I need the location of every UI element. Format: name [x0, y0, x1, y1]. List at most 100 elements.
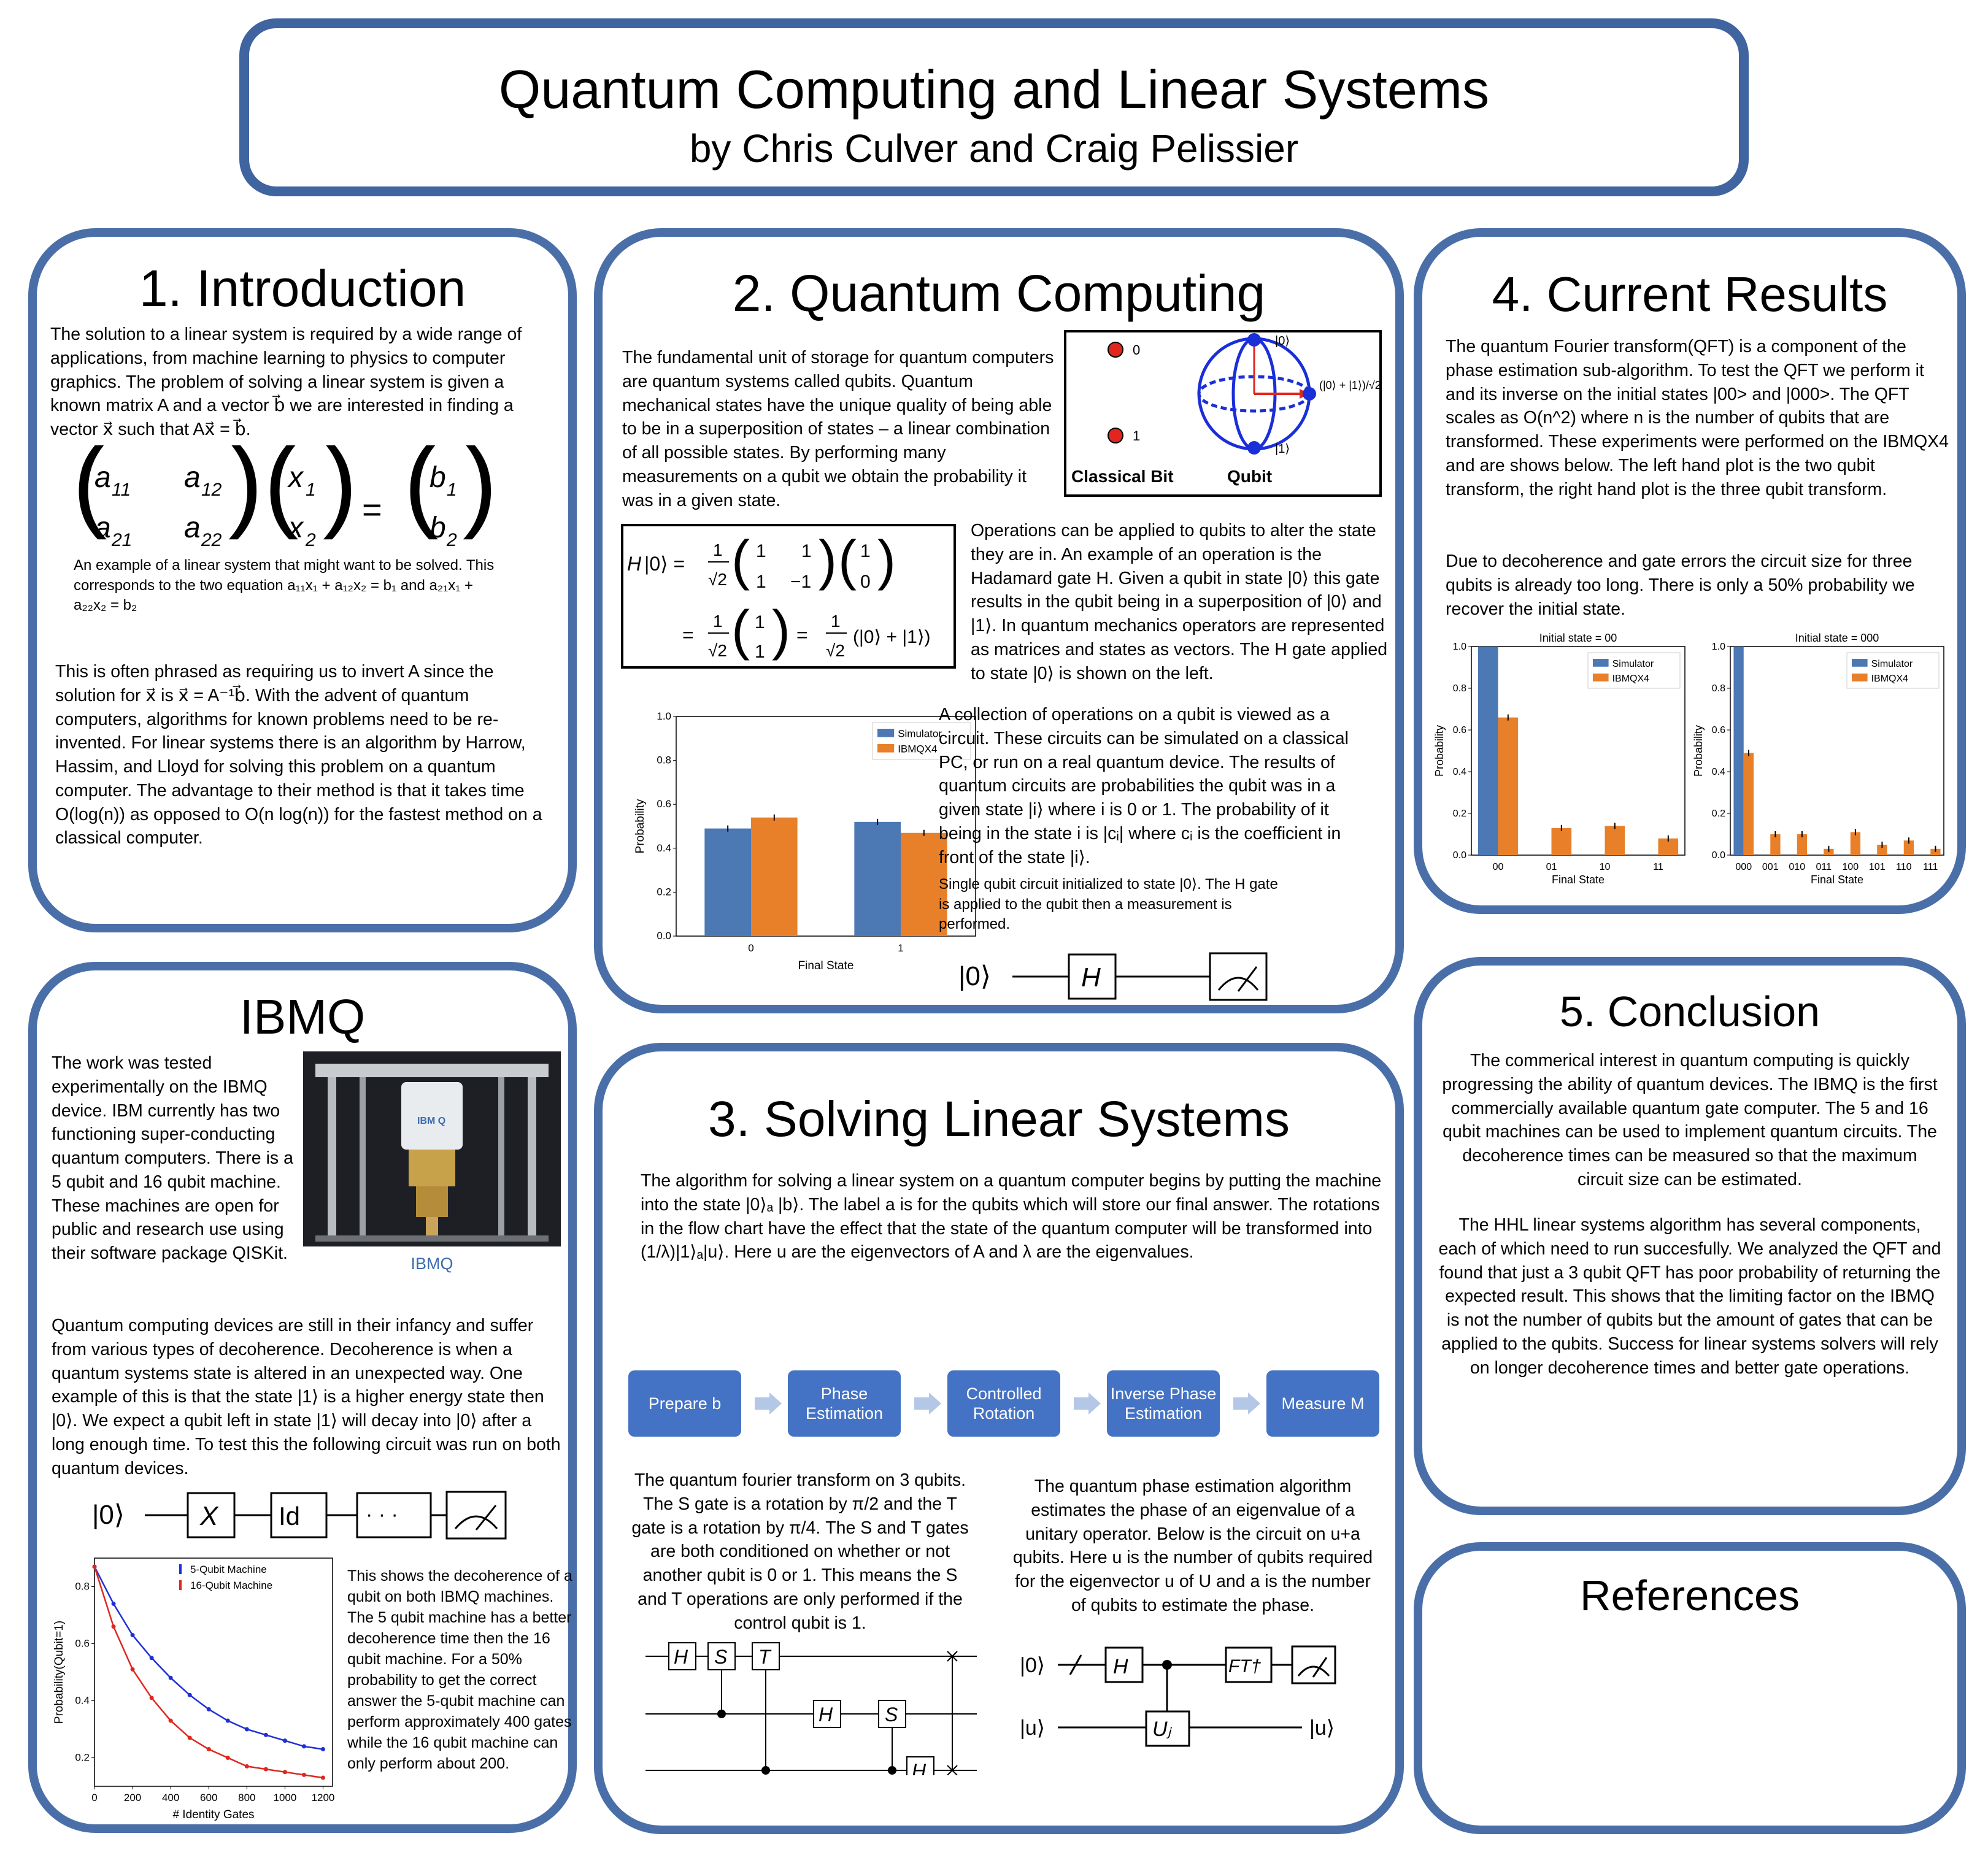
data-point [282, 1738, 287, 1743]
svg-text:(: ( [838, 530, 857, 591]
poster-title: Quantum Computing and Linear Systems [498, 59, 1490, 120]
y-tick-label: 0.8 [75, 1581, 90, 1592]
solve-heading: 3. Solving Linear Systems [707, 1091, 1290, 1147]
data-point [225, 1756, 230, 1760]
svg-text:1: 1 [860, 541, 871, 561]
svg-text:1: 1 [755, 612, 765, 632]
bar-ibmqx4 [751, 817, 798, 936]
svg-text:22: 22 [201, 530, 222, 550]
legend-swatch [877, 744, 895, 753]
svg-text:b: b [430, 461, 446, 494]
legend-swatch [1593, 659, 1609, 667]
flow-arrow-icon [1233, 1392, 1260, 1418]
data-point [301, 1744, 306, 1749]
y-tick-label: 0.4 [1712, 767, 1725, 777]
data-point [187, 1692, 192, 1697]
flow-prepare-b: Prepare b [628, 1370, 741, 1437]
data-point [263, 1767, 268, 1772]
flow-arrow-icon [914, 1392, 941, 1418]
photo-ibmq-text: IBM Q [417, 1116, 445, 1126]
pe-input-ketu: |u⟩ [1020, 1716, 1045, 1740]
y-tick-label: 0.8 [1453, 683, 1466, 694]
data-point [187, 1735, 192, 1740]
svg-text:=: = [362, 490, 382, 529]
pe-output-ketu: |u⟩ [1309, 1716, 1335, 1740]
chart-frame [1471, 646, 1686, 856]
svg-text:1: 1 [306, 480, 316, 500]
qft-h-gate: H [674, 1646, 688, 1668]
svg-text:(: ( [731, 600, 750, 661]
single-qubit-circuit: |0⟩ H [958, 947, 1277, 1006]
svg-text:√2: √2 [708, 570, 727, 589]
legend-label: Simulator [898, 728, 942, 740]
legend-label: Simulator [1612, 659, 1654, 669]
y-tick-label: 0.4 [75, 1695, 90, 1707]
bar-ibmqx4 [1903, 840, 1914, 855]
svg-text:1: 1 [756, 572, 766, 592]
decoherence-input-ket: |0⟩ [92, 1500, 125, 1530]
data-point [206, 1707, 211, 1711]
bar-simulator [1478, 647, 1498, 855]
flow-controlled-rotation: Controlled Rotation [947, 1370, 1060, 1437]
qft-h-gate: H [912, 1760, 927, 1775]
chart-title: Initial state = 00 [1539, 632, 1617, 644]
y-axis-label: Probability(Qubit=1) [53, 1621, 66, 1724]
qubit-label: Qubit [1227, 467, 1272, 486]
svg-text:12: 12 [201, 480, 222, 500]
flow-arrow-icon [755, 1392, 782, 1418]
bar-ibmqx4 [1605, 826, 1625, 855]
y-tick-label: 0.0 [1453, 850, 1466, 861]
y-tick-label: 0.8 [657, 755, 671, 766]
poster-title-box: Quantum Computing and Linear Systems by … [239, 18, 1749, 196]
pe-u-gate: Uⱼ [1152, 1718, 1173, 1741]
x-tick-label: 110 [1896, 862, 1912, 872]
y-tick-label: 0.6 [657, 798, 671, 810]
bit-label-1: 1 [1133, 428, 1140, 444]
data-point [111, 1601, 116, 1606]
legend-label: 5-Qubit Machine [190, 1564, 267, 1575]
qft-s-gate: S [714, 1646, 727, 1668]
quantum-computing-panel: 2. Quantum Computing The fundamental uni… [594, 228, 1404, 1013]
data-point [92, 1564, 97, 1569]
data-point [244, 1764, 249, 1769]
svg-text:): ) [323, 445, 358, 540]
chart-frame [676, 716, 976, 937]
y-tick-label: 0.4 [1453, 767, 1466, 777]
svg-text:): ) [228, 445, 263, 540]
bar-ibmqx4 [1797, 834, 1808, 855]
svg-text:11: 11 [112, 480, 131, 500]
ibmq-photo: IBM Q [303, 1051, 561, 1246]
svg-text:a: a [184, 461, 201, 494]
svg-text:): ) [772, 600, 790, 661]
bar-ibmqx4 [1850, 832, 1861, 855]
data-point [149, 1696, 154, 1700]
x-tick-label: 600 [200, 1792, 217, 1803]
svg-text:): ) [463, 445, 498, 540]
bar-ibmqx4 [1770, 834, 1781, 855]
data-point [225, 1718, 230, 1723]
svg-text:2: 2 [446, 530, 457, 550]
ibmq-panel: IBMQ The work was tested experimentally … [28, 962, 577, 1833]
bloch-superposition: (|0⟩ + |1⟩)/√2 [1319, 379, 1379, 391]
identity-gate: Id [279, 1502, 300, 1530]
bar-ibmqx4 [1743, 753, 1754, 855]
x-tick-label: 0 [748, 942, 753, 954]
legend-box [1587, 652, 1681, 689]
legend-label: IBMQX4 [1612, 674, 1650, 684]
intro-paragraph-2: This is often phrased as requiring us to… [55, 662, 542, 848]
qc-paragraph-2: Operations can be applied to qubits to a… [971, 521, 1388, 683]
pe-input-ket0: |0⟩ [1020, 1654, 1045, 1677]
svg-text:(: ( [731, 530, 750, 591]
conclusion-panel: 5. Conclusion The commerical interest in… [1414, 957, 1966, 1515]
y-tick-label: 0.8 [1712, 683, 1725, 694]
ibmq-paragraph-2: Quantum computing devices are still in t… [52, 1316, 561, 1478]
ibmq-paragraph-3: This shows the decoherence of a qubit on… [347, 1567, 572, 1772]
series-line-5-qubit [93, 1566, 323, 1750]
qft-h-gate: H [819, 1703, 833, 1726]
bar-simulator [854, 821, 901, 936]
x-axis-label: Final State [1552, 874, 1605, 886]
intro-heading: 1. Introduction [139, 259, 466, 317]
y-tick-label: 0.2 [1453, 808, 1466, 819]
measurement-icon [445, 1491, 507, 1540]
